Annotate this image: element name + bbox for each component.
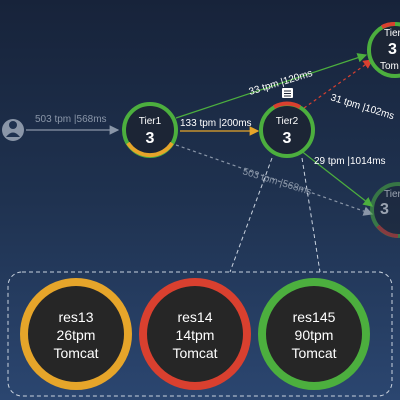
instance-res14-server: Tomcat	[172, 345, 217, 361]
tier1-warning-arc	[126, 141, 174, 158]
edge-label-tier2-top: 31 tpm |102ms	[329, 92, 395, 122]
edge-tier2-right[interactable]	[299, 149, 373, 207]
edge-label-tier1-top: 33 tpm |120ms	[248, 68, 314, 98]
list-icon[interactable]	[282, 88, 293, 98]
instance-res13-name: res13	[58, 309, 93, 325]
tier-node-top-right[interactable]: Tier 3 Tom	[367, 22, 400, 78]
instance-panel	[7, 271, 393, 397]
instance-res14-ring	[139, 278, 251, 390]
instance-res145-tpm: 90tpm	[295, 327, 334, 343]
tier2-name: Tier2	[276, 116, 299, 127]
tier-node-tier1[interactable]: Tier1 3	[122, 102, 178, 158]
tier1-name: Tier1	[139, 116, 162, 127]
tier-top-extra: Tom	[380, 61, 399, 72]
edge-tier2-top[interactable]	[303, 59, 373, 109]
instance-res13-ring	[20, 278, 132, 390]
tier-right-count: 3	[380, 201, 389, 218]
tier-top-count: 3	[388, 41, 397, 58]
tier1-count: 3	[146, 130, 155, 147]
edge-tier1-top[interactable]	[175, 53, 368, 119]
edge-label-tier1-tier2: 133 tpm |200ms	[180, 118, 252, 129]
tier-right-error-arc	[376, 224, 399, 238]
instance-res145[interactable]: res145 90tpm Tomcat	[258, 278, 370, 390]
instance-res145-ring	[258, 278, 370, 390]
tier-top-error-arc	[381, 22, 396, 29]
instance-res13[interactable]: res13 26tpm Tomcat	[20, 278, 132, 390]
drilldown-connector-left	[229, 157, 273, 273]
instance-res14-name: res14	[177, 309, 212, 325]
edge-label-tier2-right: 29 tpm |1014ms	[314, 156, 386, 167]
drilldown-connector-right	[301, 157, 321, 273]
tier-node-right[interactable]: Tier 3	[370, 182, 400, 238]
instance-res145-server: Tomcat	[291, 345, 336, 361]
user-icon[interactable]	[2, 119, 24, 141]
edge-tier1-right[interactable]	[175, 144, 374, 216]
instance-res14-tpm: 14tpm	[176, 327, 215, 343]
tier2-count: 3	[283, 130, 292, 147]
instance-res14[interactable]: res14 14tpm Tomcat	[139, 278, 251, 390]
instance-res145-name: res145	[293, 309, 336, 325]
tier-node-tier2[interactable]: Tier2 3	[259, 101, 315, 158]
instance-res13-tpm: 26tpm	[57, 327, 96, 343]
edge-label-tier1-right: 503 tpm |568ms	[241, 166, 313, 197]
tier2-error-arc	[273, 101, 301, 109]
tier-right-name: Tier	[384, 189, 400, 200]
instance-res13-server: Tomcat	[53, 345, 98, 361]
edge-label-user-tier1: 503 tpm |568ms	[35, 114, 107, 125]
tier-top-name: Tier	[384, 28, 400, 39]
